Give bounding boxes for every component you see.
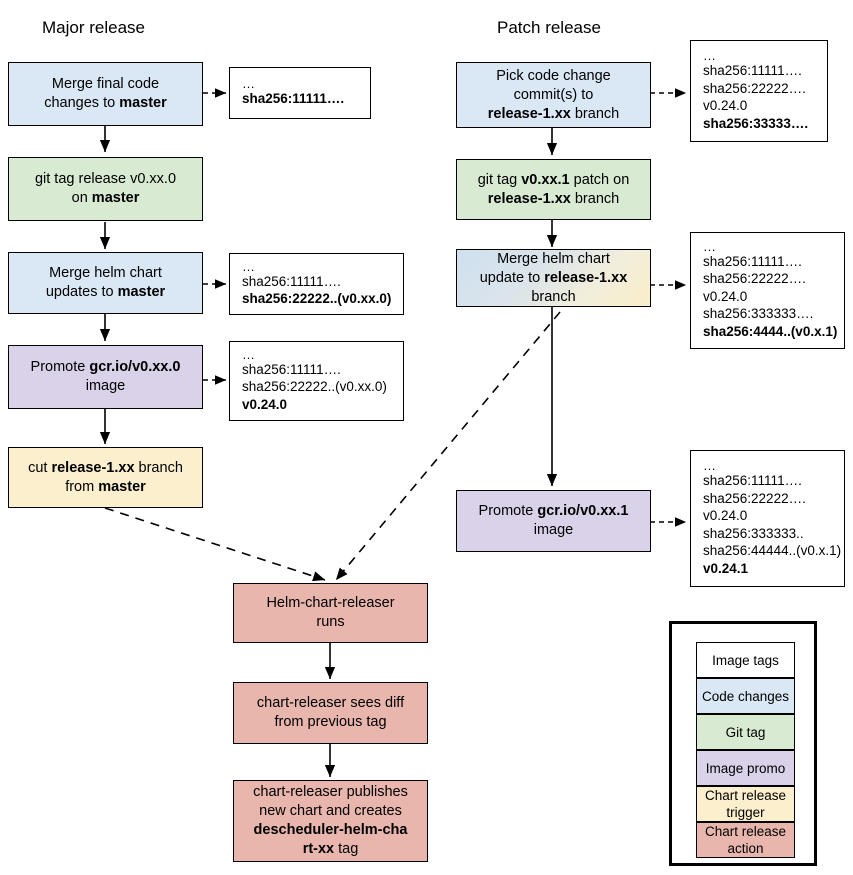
- major-release-title: Major release: [42, 18, 145, 37]
- node-git-tag-patch[interactable]: git tag v0.xx.1 patch on release-1.xx br…: [456, 159, 651, 220]
- node-cut-release-branch-label: cut release-1.xx branch from master: [28, 459, 183, 495]
- legend-item-chart-release-trigger: Chart release trigger: [696, 786, 795, 822]
- detail-box-merge-helm-patch: …sha256:11111…. sha256:22222….v0.24.0 sha2…: [690, 232, 845, 349]
- node-chart-releaser-diff-label: chart-releaser sees diff from previous t…: [256, 695, 405, 730]
- legend-label: Code changes: [701, 688, 790, 704]
- node-promote-image-patch[interactable]: Promote gcr.io/v0.xx.1 image: [456, 490, 651, 552]
- detail-line: sha256:11111….: [703, 63, 802, 78]
- detail-line: sha256:22222….: [703, 271, 806, 287]
- detail-line: sha256:22222..(v0.xx.0): [242, 291, 392, 306]
- legend-label: Chart release action: [704, 824, 787, 856]
- node-merge-final-code-label: Merge final code changes to master: [44, 76, 167, 111]
- detail-line: sha256:11111….: [242, 361, 341, 377]
- detail-line: v0.24.1: [703, 560, 749, 576]
- node-merge-helm-major[interactable]: Merge helm chart updates to master: [8, 252, 203, 314]
- detail-line: …: [242, 258, 256, 274]
- legend-item-chart-release-action: Chart release action: [696, 822, 795, 858]
- legend-label: Chart release trigger: [704, 788, 787, 820]
- detail-box-merge-helm-major: …sha256:11111…. sha256:22222..(v0.xx.0): [229, 253, 404, 315]
- node-helm-chart-releaser-runs[interactable]: Helm-chart-releaser runs: [233, 583, 428, 643]
- detail-line: sha256:11111….: [703, 473, 802, 488]
- detail-line: sha256:22222….: [703, 80, 806, 96]
- detail-line: sha256:4444..(v0.x.1): [703, 323, 838, 339]
- detail-line: sha256:11111….: [703, 253, 802, 269]
- node-chart-releaser-publish-label: chart-releaser publishes new chart and c…: [253, 784, 408, 857]
- node-merge-helm-major-label: Merge helm chart updates to master: [45, 265, 166, 300]
- node-promote-image-major[interactable]: Promote gcr.io/v0.xx.0 image: [8, 345, 203, 409]
- node-promote-image-major-label: Promote gcr.io/v0.xx.0 image: [30, 359, 181, 394]
- legend-label: Git tag: [725, 724, 766, 740]
- legend-label: Image tags: [712, 652, 779, 668]
- legend-item-git-tag: Git tag: [696, 714, 795, 750]
- node-git-tag-major[interactable]: git tag release v0.xx.0 on master: [8, 157, 203, 221]
- detail-line: sha256:333333..: [703, 525, 804, 541]
- detail-line: sha256:33333….: [703, 115, 809, 131]
- detail-line: sha256:11111….: [242, 91, 345, 107]
- detail-line: v0.24.0: [703, 98, 748, 113]
- detail-line: v0.24.0: [242, 396, 288, 412]
- detail-line: …: [242, 346, 256, 362]
- node-pick-commits[interactable]: Pick code change commit(s) to release-1.…: [456, 62, 651, 128]
- legend-item-image-tags: Image tags: [696, 642, 795, 678]
- node-cut-release-branch[interactable]: cut release-1.xx branch from master: [8, 447, 203, 508]
- node-merge-helm-patch[interactable]: Merge helm chart update to release-1.xx …: [456, 249, 651, 307]
- detail-line: sha256:11111….: [242, 273, 341, 289]
- legend-item-image-promo: Image promo: [696, 750, 795, 786]
- node-pick-commits-label: Pick code change commit(s) to release-1.…: [487, 67, 620, 122]
- node-merge-final-code[interactable]: Merge final code changes to master: [8, 62, 203, 126]
- detail-line: sha256:22222..(v0.xx.0): [242, 379, 387, 395]
- node-promote-image-patch-label: Promote gcr.io/v0.xx.1 image: [478, 503, 629, 538]
- detail-box-promote-patch: …sha256:11111…. sha256:22222…. v0.24.0 sha2…: [690, 450, 845, 587]
- detail-line: …: [242, 76, 256, 92]
- detail-line: v0.24.0: [703, 508, 748, 523]
- patch-release-title: Patch release: [497, 18, 601, 37]
- detail-line: …: [703, 48, 717, 63]
- detail-box-promote-major: …sha256:11111…. sha256:22222..(v0.xx.0)v0…: [229, 341, 404, 421]
- detail-line: …: [703, 458, 717, 473]
- detail-line: …: [703, 238, 717, 254]
- detail-line: sha256:22222….: [703, 490, 806, 506]
- legend-label: Image promo: [705, 760, 786, 776]
- detail-box-merge-final-code: …sha256:11111….: [229, 67, 371, 119]
- node-helm-chart-releaser-runs-label: Helm-chart-releaser runs: [266, 595, 395, 630]
- detail-line: v0.24.0: [703, 288, 748, 304]
- node-git-tag-major-label: git tag release v0.xx.0 on master: [34, 171, 177, 206]
- node-merge-helm-patch-label: Merge helm chart update to release-1.xx …: [479, 250, 628, 305]
- detail-line: sha256:333333….: [703, 306, 814, 322]
- legend-item-code-changes: Code changes: [696, 678, 795, 714]
- node-chart-releaser-diff[interactable]: chart-releaser sees diff from previous t…: [233, 682, 428, 744]
- detail-line: sha256:44444..(v0.x.1): [703, 543, 842, 558]
- node-git-tag-patch-label: git tag v0.xx.1 patch on release-1.xx br…: [477, 171, 630, 207]
- detail-box-pick-commits: …sha256:11111…. sha256:22222…. v0.24.0 sha2…: [690, 40, 828, 142]
- node-chart-releaser-publish[interactable]: chart-releaser publishes new chart and c…: [233, 780, 428, 862]
- legend: Image tags Code changes Git tag Image pr…: [669, 621, 817, 866]
